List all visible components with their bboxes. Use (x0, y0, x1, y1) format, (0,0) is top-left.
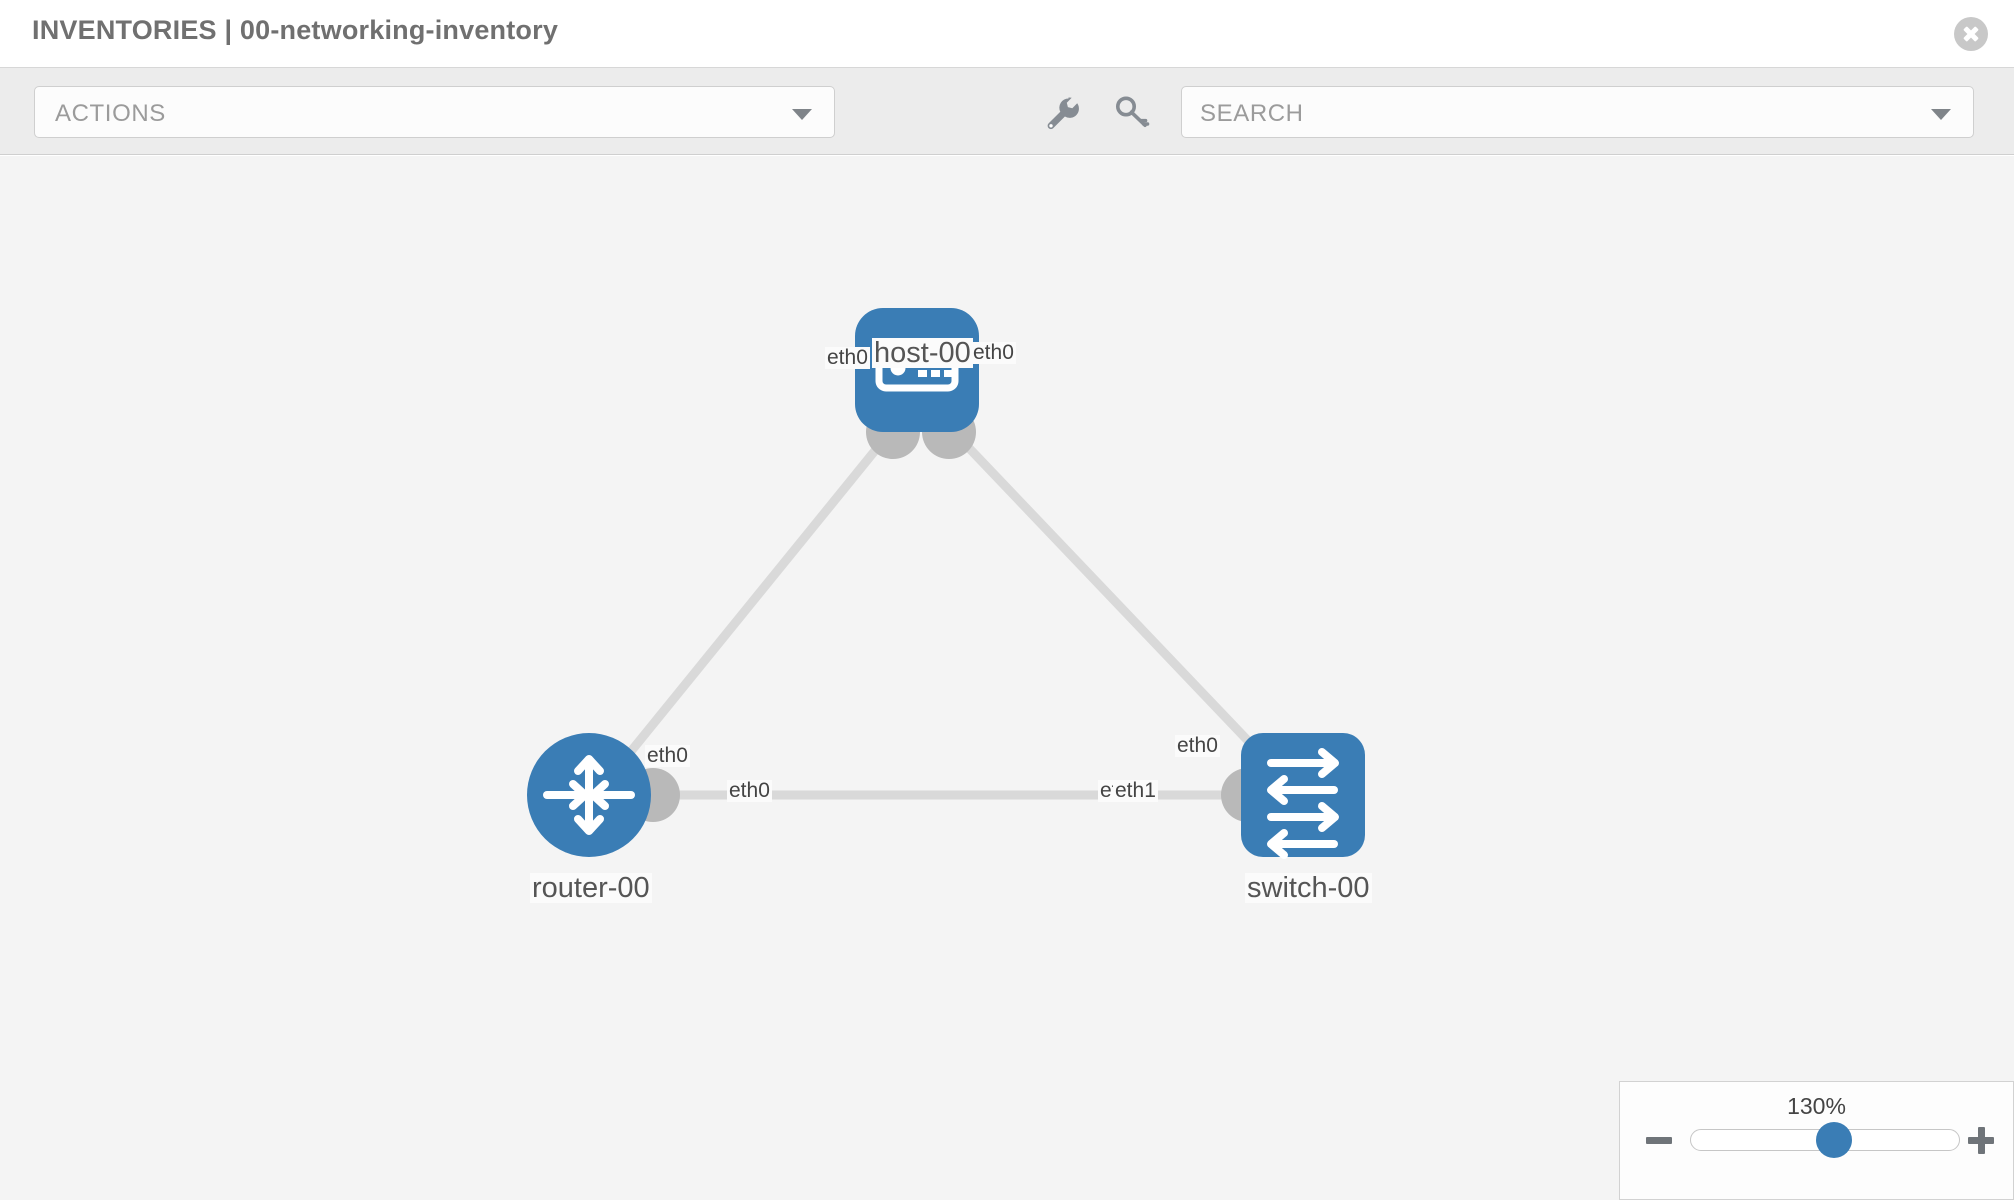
link-host-switch (944, 422, 1276, 770)
iface-label-switch-router: eth1 (1113, 779, 1158, 803)
endpoint-group (626, 405, 1299, 822)
actions-dropdown[interactable]: ACTIONS (34, 86, 835, 138)
close-icon[interactable] (1954, 17, 1988, 51)
minus-icon[interactable] (1643, 1124, 1675, 1156)
titlebar: INVENTORIES | 00-networking-inventory (0, 0, 2014, 68)
iface-label-router-switch: eth0 (727, 779, 772, 803)
chevron-down-icon (792, 109, 812, 120)
switch-bidirectional-arrows-icon (1267, 748, 1339, 859)
zoom-slider-thumb[interactable] (1816, 1122, 1852, 1158)
actions-dropdown-label: ACTIONS (55, 100, 166, 127)
topology-canvas[interactable]: eth0 eth0 eth0 eth0 eth0 eth0 eth1 host-… (0, 156, 2014, 1200)
chevron-down-icon (1931, 109, 1951, 120)
iface-label-switch-host: eth0 (1175, 734, 1220, 758)
zoom-level-value: 130% (1787, 1093, 1846, 1119)
key-icon[interactable] (1113, 94, 1151, 132)
node-label-host-00: host-00 (872, 337, 973, 369)
search-input-value: SEARCH (1200, 100, 1304, 127)
node-label-switch-00: switch-00 (1245, 872, 1372, 904)
iface-label-host-switch: eth0 (971, 341, 1016, 365)
node-label-router-00: router-00 (530, 872, 652, 904)
search-input[interactable]: SEARCH (1181, 86, 1974, 138)
node-switch-00 (1241, 733, 1365, 859)
iface-label-host-router: eth0 (825, 346, 870, 370)
wrench-icon[interactable] (1043, 94, 1081, 132)
node-router-00 (527, 733, 651, 857)
node-host-00 (855, 308, 979, 432)
topology-graph (527, 308, 1365, 859)
plus-icon[interactable] (1965, 1124, 1997, 1156)
link-host-router (611, 423, 899, 774)
toolbar: ACTIONS SEARCH (0, 68, 2014, 155)
zoom-control-panel: 130% (1619, 1081, 2014, 1200)
router-converging-arrows-icon (543, 755, 635, 835)
link-group (611, 422, 1276, 800)
page-title: INVENTORIES | 00-networking-inventory (32, 15, 559, 45)
iface-label-router-host: eth0 (645, 744, 690, 768)
